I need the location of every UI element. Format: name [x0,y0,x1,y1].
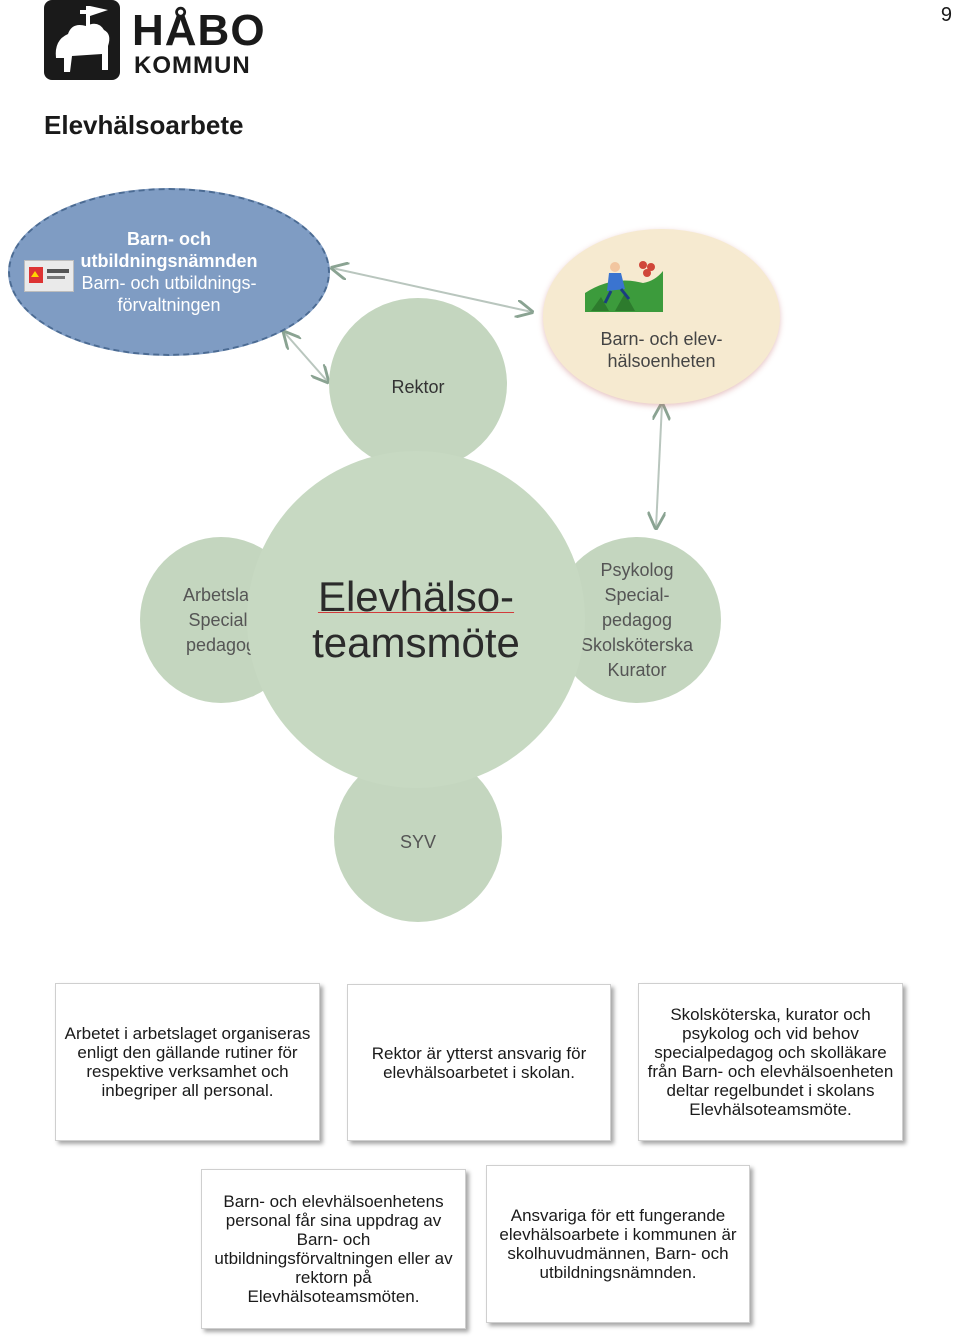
habo-kommun-logo: HÅBO KOMMUN [42,0,265,84]
forvaltning-label: Barn- och utbildnings-förvaltningen [81,273,257,315]
psykolog-label-line2: Special- [604,584,670,605]
center-title-line1-text: Elevhälso- [317,572,515,620]
habo-flag-icon [24,260,74,292]
center-title-line1: Elevhälso- [317,572,515,620]
enhet-label-line2: hälsoenheten [607,351,716,371]
circle-elevhalsoteamsmote: Elevhälso- teamsmöte [247,451,585,788]
namnd-bold-label: Barn- och utbildningsnämnden [80,229,258,271]
syv-label: SYV [399,831,437,852]
lamb-emblem-icon [44,0,120,80]
textbox-skolskoterska: Skolsköterska, kurator och psykolog och … [638,983,903,1141]
logo-text-habo: HÅBO [132,6,266,55]
logo-text-kommun: KOMMUN [134,52,251,79]
arrow-namnd-enhet [332,268,532,312]
children-illustration-icon [585,261,663,312]
psykolog-label-line5: Kurator [607,659,667,680]
enhet-label-line1: Barn- och elev- [600,329,723,349]
psykolog-label-line3: pedagog [601,609,673,630]
textbox-ansvariga: Ansvariga för ett fungerande elevhälsoar… [486,1165,750,1323]
circle-rektor: Rektor [329,298,507,470]
textbox-elevhalsoenhetens-personal: Barn- och elevhälsoenhetens personal får… [201,1169,466,1329]
psykolog-label-line4: Skolsköterska [580,634,694,655]
textbox-arbetslag: Arbetet i arbetslaget organiseras enligt… [55,983,320,1141]
arbetslag-label-line2: Special- [188,609,254,630]
page-number: 9 [940,4,952,26]
arbetslag-label-line1: Arbetslag [182,584,260,605]
arrow-namnd-rektor [284,332,328,382]
textbox-rektor: Rektor är ytterst ansvarig för elevhälso… [347,984,611,1141]
page-title: Elevhälsoarbete [44,110,244,140]
arbetslag-label-line3: pedagog [185,634,257,655]
arrow-enhet-psykolog [656,404,662,528]
rektor-label: Rektor [391,377,445,397]
center-title-line2: teamsmöte [312,618,520,666]
circle-barn-och-elevhalsoenheten: Barn- och elev- hälsoenheten [543,229,780,404]
psykolog-label-line1: Psykolog [600,559,674,580]
